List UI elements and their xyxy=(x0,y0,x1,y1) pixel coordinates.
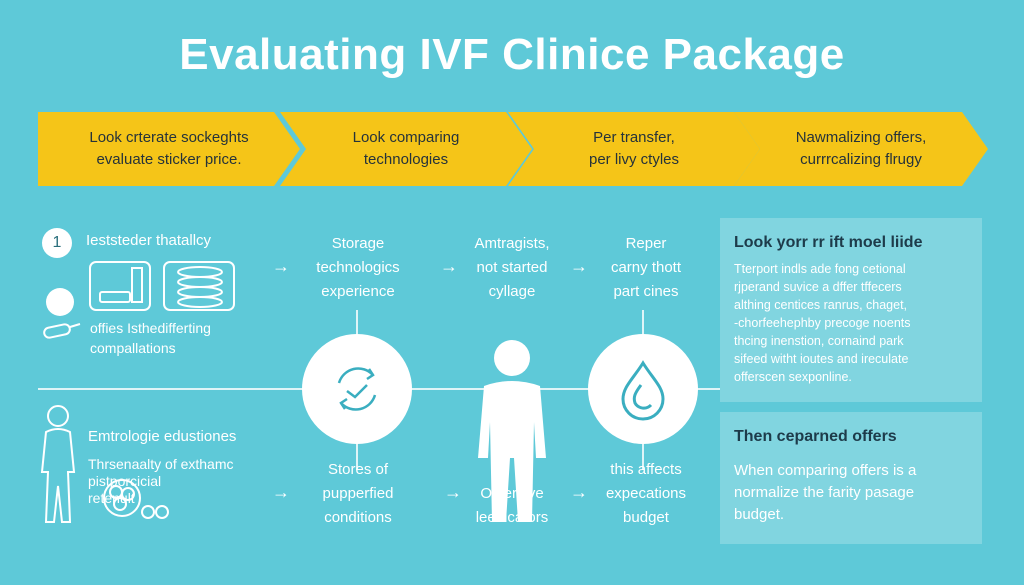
embryo-cells-icon xyxy=(103,479,169,519)
stores-bottom-text: Stores of pupperfied conditions xyxy=(322,461,394,526)
arrow-right-icon: → xyxy=(272,482,290,502)
info-panel-top: Look yorr rr ift moel liide Tterport ind… xyxy=(720,218,982,402)
woman-figure-icon xyxy=(40,405,76,523)
arrow-right-icon: → xyxy=(570,482,588,502)
chevron-step-3-label: Per transfer, per livy ctyles xyxy=(588,129,680,168)
panel-bottom-heading: Then ceparned offers xyxy=(734,428,897,445)
white-dot-icon xyxy=(46,288,74,316)
left-bottom-heading: Emtrologie edustiones xyxy=(88,428,237,445)
panel-top-body: Tterport indls ade fong cetional rjperan… xyxy=(734,262,911,384)
panel-bottom-body: When comparing offers is a normalize the… xyxy=(734,462,917,523)
step-number-badge: 1 xyxy=(42,228,72,258)
chevron-step-1: Look crterate sockeghts evaluate sticker… xyxy=(38,112,300,186)
flame-drop-icon xyxy=(621,360,665,421)
affects-bottom-text: this affects expecations budget xyxy=(605,461,687,526)
info-panel-bottom: Then ceparned offers When comparing offe… xyxy=(720,412,982,544)
drop-circle xyxy=(588,334,698,444)
left-top-caption: offies Isthedifferting compallations xyxy=(90,320,211,356)
reper-top-text: Reper carny thott part cines xyxy=(610,235,682,300)
person-figure-icon xyxy=(478,340,546,522)
panel-top-heading: Look yorr rr ift moel liide xyxy=(734,234,923,251)
olper-bottom-text: Olper live leedicators xyxy=(475,485,549,526)
chevron-step-2: Look comparing technologies xyxy=(280,112,532,186)
syringe-icon xyxy=(43,323,81,339)
chevron-step-4-label: Nawmalizing offers, currrcalizing flrugy xyxy=(795,129,927,168)
chevron-step-2-label: Look comparing technologies xyxy=(352,129,460,168)
left-top-heading: Ieststeder thatallcy xyxy=(86,232,212,249)
arrow-right-icon: → xyxy=(440,256,458,276)
lab-equipment-icon xyxy=(89,261,235,311)
cycle-arrows-circle xyxy=(302,334,412,444)
page-title: Evaluating IVF Clinice Package xyxy=(179,30,845,79)
arrow-right-icon: → xyxy=(570,256,588,276)
chevron-band: Look crterate sockeghts evaluate sticker… xyxy=(38,112,988,186)
refresh-cycle-icon xyxy=(337,367,377,411)
chevron-step-3: Per transfer, per livy ctyles xyxy=(508,112,760,186)
amtragists-top-text: Amtragists, not started cyllage xyxy=(474,235,550,300)
chevron-step-4: Nawmalizing offers, currrcalizing flrugy xyxy=(734,112,988,186)
arrow-right-icon: → xyxy=(444,482,462,502)
chevron-step-1-label: Look crterate sockeghts evaluate sticker… xyxy=(89,129,249,168)
arrow-right-icon: → xyxy=(272,256,290,276)
storage-top-text: Storage technologics experience xyxy=(316,235,400,300)
